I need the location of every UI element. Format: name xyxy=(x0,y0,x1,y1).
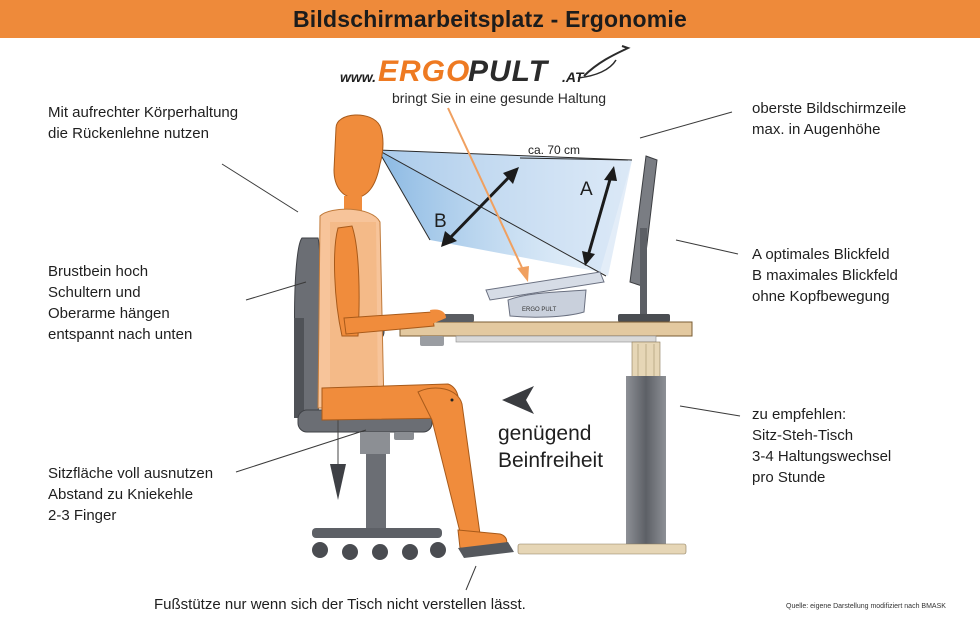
logo-at: .AT xyxy=(562,69,584,85)
pointer-screen-top xyxy=(639,111,733,139)
ergopult-logo: www. ERGO PULT .AT xyxy=(340,55,630,91)
sight-arrow xyxy=(447,107,525,273)
pointer-back xyxy=(221,163,299,213)
plumb-bob xyxy=(330,420,346,500)
pointer-seat xyxy=(235,429,367,473)
page-title: Bildschirmarbeitsplatz - Ergonomie xyxy=(292,5,688,32)
label-seat: Sitzfläche voll ausnutzen Abstand zu Kni… xyxy=(48,465,214,524)
label-footrest: Fußstütze nur wenn sich der Tisch nicht … xyxy=(154,596,526,613)
footrest xyxy=(458,542,514,558)
logo-pult: PULT xyxy=(468,55,549,88)
pointer-desk xyxy=(679,405,741,417)
legroom-arrow-icon xyxy=(502,386,534,414)
pointer-chest xyxy=(245,281,307,301)
svg-text:ERGO PULT: ERGO PULT xyxy=(522,307,557,313)
label-legroom: genügend Beinfreiheit xyxy=(498,422,604,472)
monitor xyxy=(618,155,670,322)
distance-line xyxy=(519,157,629,161)
logo-ergo: ERGO xyxy=(378,55,471,88)
desk-stand: ERGO PULT xyxy=(485,271,605,318)
logo-www: www. xyxy=(340,69,377,85)
label-desk: zu empfehlen: Sitz-Steh-Tisch 3-4 Haltun… xyxy=(752,406,892,486)
logo-swoosh xyxy=(583,45,631,77)
label-back: Mit aufrechter Körperhaltung die Rückenl… xyxy=(48,104,239,142)
seated-person xyxy=(317,114,508,549)
tagline: bringt Sie in eine gesunde Haltung xyxy=(392,90,607,106)
arrow-b xyxy=(446,172,514,242)
desk-top xyxy=(399,321,693,337)
distance-label: ca. 70 cm xyxy=(528,143,581,157)
label-chest: Brustbein hoch Schultern und Oberarme hä… xyxy=(48,263,193,343)
arrow-a xyxy=(586,175,613,257)
title-bar: Bildschirmarbeitsplatz - Ergonomie xyxy=(0,0,980,38)
marker-b: B xyxy=(434,211,447,232)
label-field: A optimales Blickfeld B maximales Blickf… xyxy=(752,246,898,305)
pointer-footrest xyxy=(465,565,477,591)
marker-a: A xyxy=(580,179,593,200)
pointer-field xyxy=(675,239,739,255)
source-note: Quelle: eigene Darstellung modifiziert n… xyxy=(786,603,946,610)
desk-leg xyxy=(517,341,687,555)
label-screen-top: oberste Bildschirmzeile max. in Augenhöh… xyxy=(752,100,907,138)
